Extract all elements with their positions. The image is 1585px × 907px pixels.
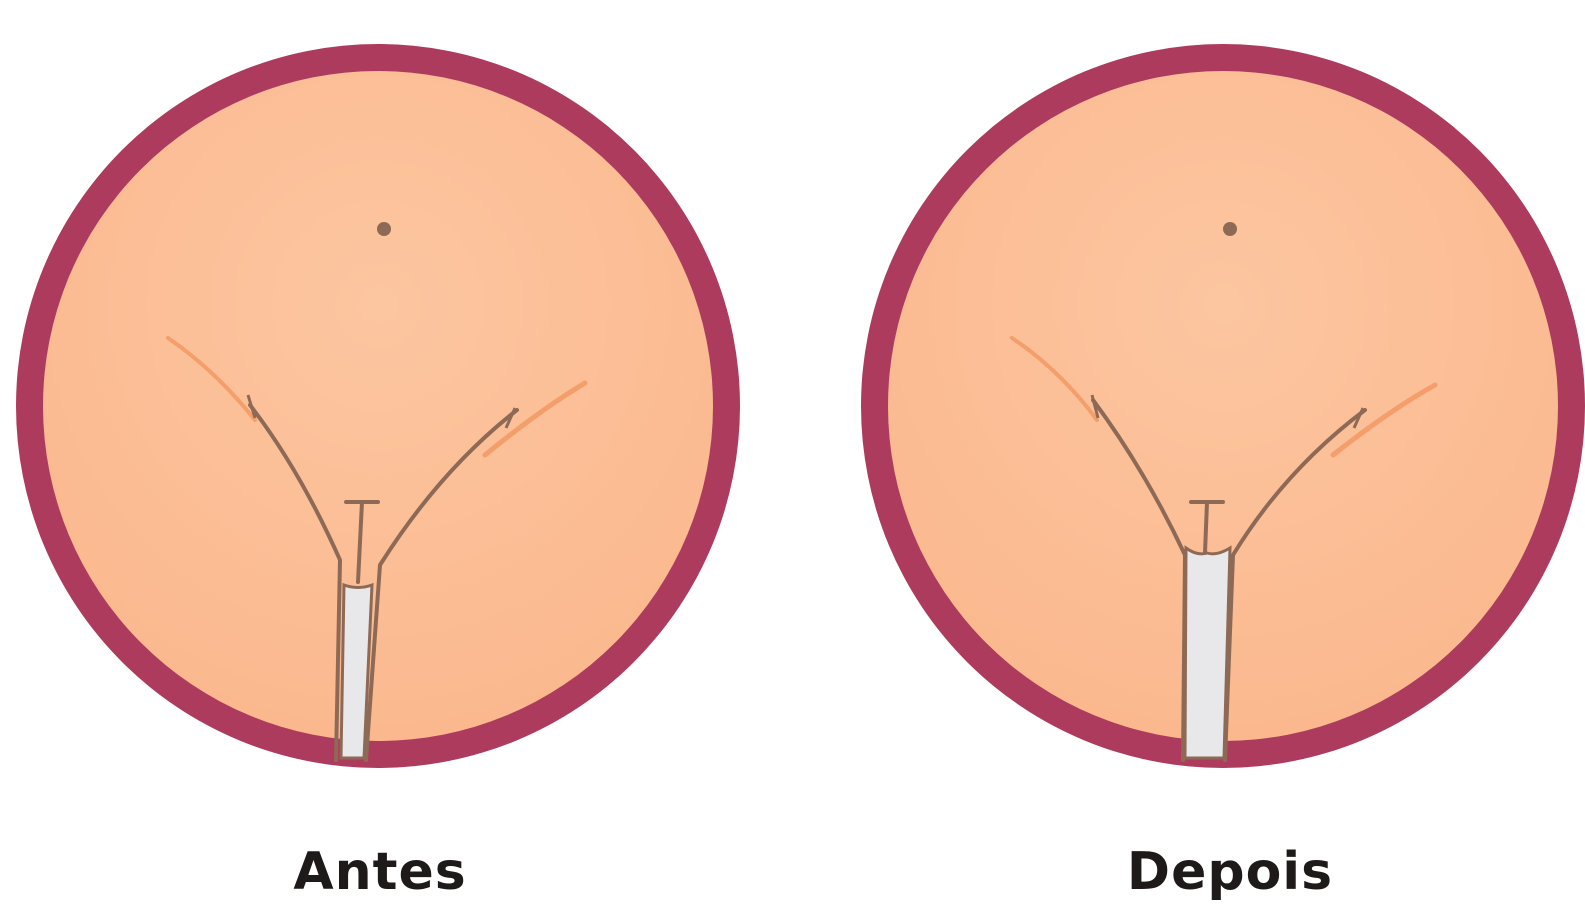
before-caption: Antes bbox=[0, 838, 760, 907]
after-illustration bbox=[805, 0, 1585, 800]
after-panel: Depois bbox=[805, 0, 1585, 907]
vaginal-canal-wide bbox=[1185, 548, 1230, 758]
before-illustration bbox=[0, 0, 780, 800]
after-caption: Depois bbox=[850, 838, 1585, 907]
navel-dot bbox=[377, 222, 391, 236]
skin-area bbox=[43, 71, 713, 741]
before-panel: Antes bbox=[0, 0, 780, 907]
navel-dot bbox=[1223, 222, 1237, 236]
